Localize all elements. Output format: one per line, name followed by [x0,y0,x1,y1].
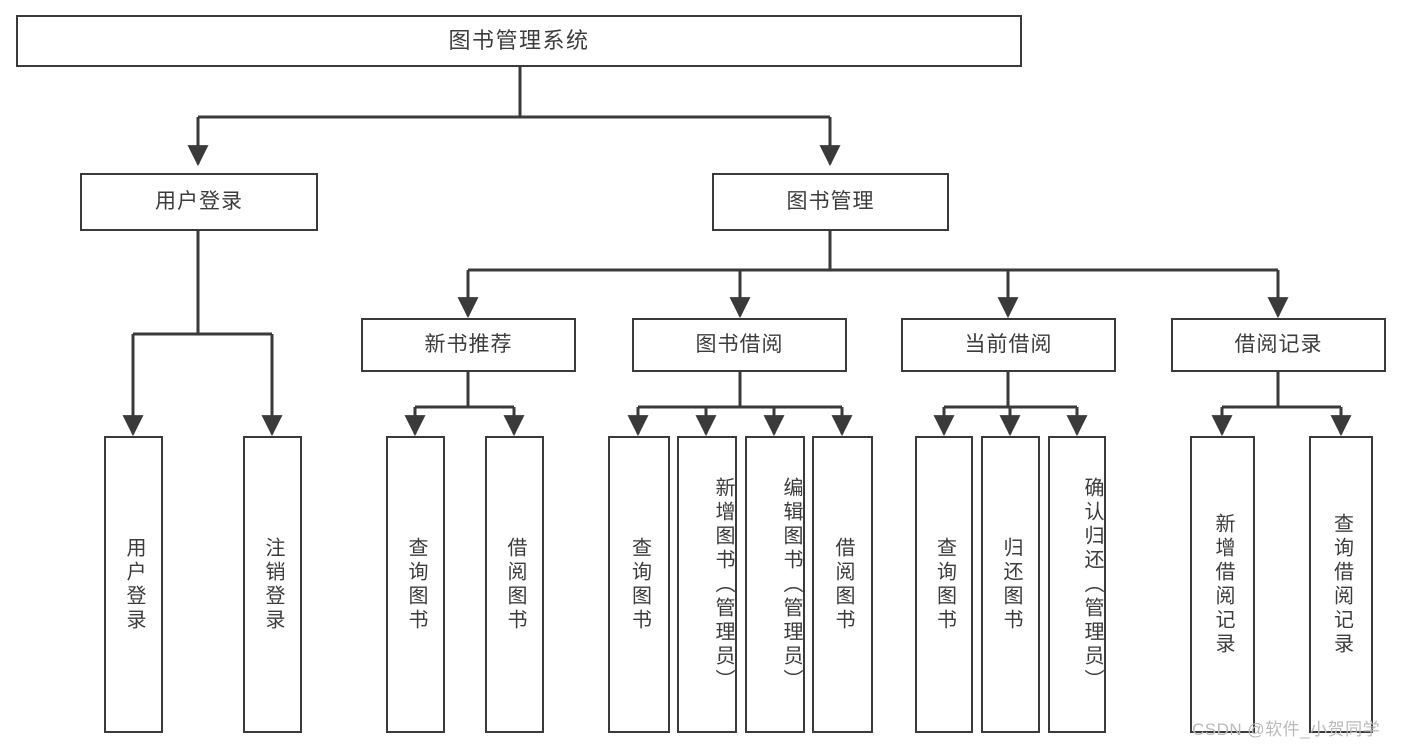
node-new-book-recommend[interactable]: 新书推荐 [361,318,576,372]
node-root-system[interactable]: 图书管理系统 [16,15,1022,67]
leaf-confirm-return-admin[interactable]: 确认归还（管理员） [1048,436,1106,733]
leaf-edit-book-admin[interactable]: 编辑图书（管理员） [745,436,805,733]
leaf-borrow-book-borrow[interactable]: 借阅图书 [812,436,873,733]
leaf-query-borrow-record[interactable]: 查询借阅记录 [1309,436,1373,733]
node-borrow-record[interactable]: 借阅记录 [1171,318,1386,372]
leaf-return-book[interactable]: 归还图书 [981,436,1040,733]
leaf-add-book-admin[interactable]: 新增图书（管理员） [677,436,737,733]
node-current-borrow[interactable]: 当前借阅 [901,318,1116,372]
node-user-login[interactable]: 用户登录 [80,173,318,231]
leaf-query-book-recommend[interactable]: 查询图书 [386,436,445,733]
leaf-query-book-current[interactable]: 查询图书 [915,436,973,733]
node-book-management[interactable]: 图书管理 [712,173,949,231]
csdn-watermark: CSDN @软件_小贺同学 [1192,720,1381,739]
leaf-logout[interactable]: 注销登录 [243,436,302,733]
node-book-borrow[interactable]: 图书借阅 [632,318,847,372]
leaf-borrow-book-recommend[interactable]: 借阅图书 [485,436,544,733]
leaf-query-book-borrow[interactable]: 查询图书 [608,436,670,733]
leaf-user-login[interactable]: 用户登录 [104,436,163,733]
leaf-add-borrow-record[interactable]: 新增借阅记录 [1190,436,1255,733]
